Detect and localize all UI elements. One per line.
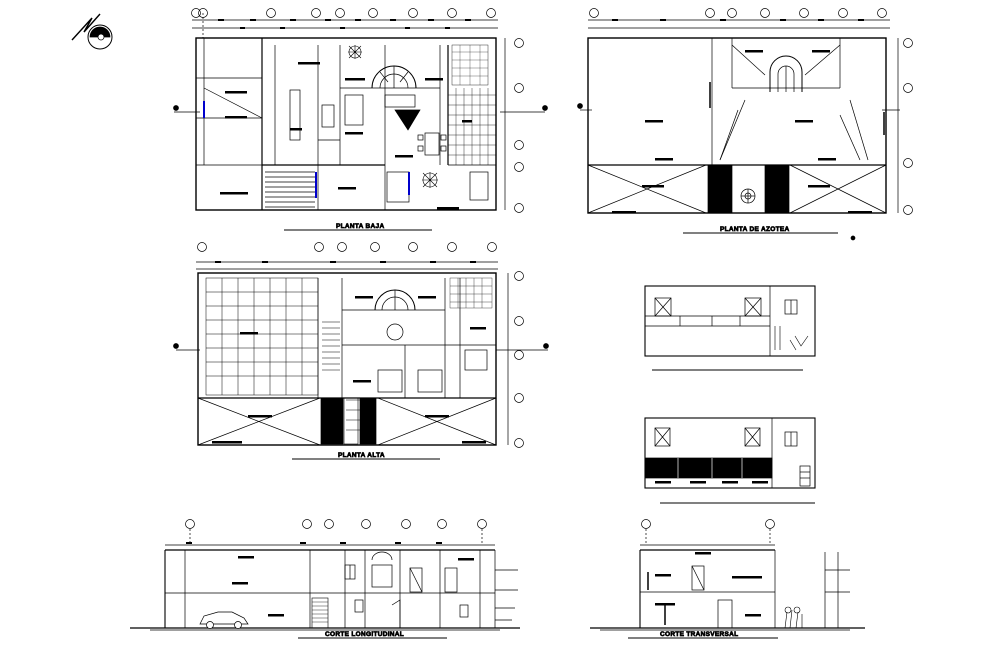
elevation-upper [644,285,816,371]
ground-floor-title: PLANTA BAJA [336,223,384,230]
longitudinal-section [130,519,520,639]
ground-room-labels [220,62,472,210]
transverse-section [590,519,865,639]
roof-plan-title: PLANTA DE AZOTEA [720,226,790,233]
ground-kitchen-tiles [448,88,496,165]
car-icon [199,611,249,629]
upper-floor-plan [173,242,549,460]
roof-plan [577,8,913,241]
elevation-lower [644,417,816,504]
upper-terrace-tiles [205,277,319,396]
ground-plant-icon [348,45,438,188]
transverse-plant-icon [784,606,803,629]
longitudinal-section-title: CORTE LONGITUDINAL [325,631,404,638]
ground-stair-lines [265,171,315,208]
transverse-section-title: CORTE TRANSVERSAL [660,631,738,638]
north-arrow-icon [71,13,113,50]
upper-floor-title: PLANTA ALTA [338,452,385,459]
ground-floor-plan [173,8,548,231]
